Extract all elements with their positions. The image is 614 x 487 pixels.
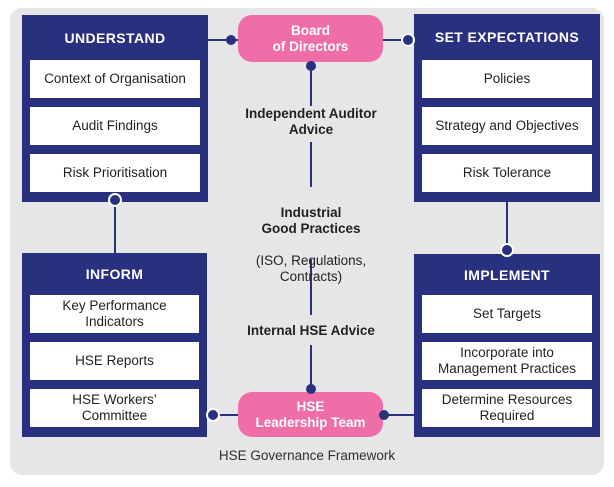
panel-item-risk-prioritisation: Risk Prioritisation <box>30 154 200 192</box>
panel-item-key-performance-indicators: Key Performance Indicators <box>30 295 199 333</box>
panel-item-incorporate-into-management-practices: Incorporate into Management Practices <box>422 342 592 380</box>
panel-inform: INFORM Key Performance Indicators HSE Re… <box>22 253 207 437</box>
connector-internal-advice-to-leadership <box>310 345 312 389</box>
panel-item-hse-reports: HSE Reports <box>30 342 199 380</box>
panel-implement: IMPLEMENT Set Targets Incorporate into M… <box>414 254 600 437</box>
node-board-of-directors: Board of Directors <box>238 15 383 62</box>
panel-implement-title: IMPLEMENT <box>463 266 551 283</box>
connector-board-to-independent-advice <box>310 66 312 106</box>
panel-item-strategy-and-objectives: Strategy and Objectives <box>422 107 592 145</box>
connector-understand-to-board <box>208 39 238 41</box>
connector-understand-to-inform <box>114 200 116 253</box>
panel-item-context-of-organisation: Context of Organisation <box>30 60 200 98</box>
node-hse-leadership-team: HSE Leadership Team <box>238 392 383 437</box>
panel-set-expectations: SET EXPECTATIONS Policies Strategy and O… <box>414 14 600 202</box>
panel-understand: UNDERSTAND Context of Organisation Audit… <box>22 15 208 202</box>
label-internal-hse-advice: Internal HSE Advice <box>247 323 375 338</box>
panel-item-policies: Policies <box>422 60 592 98</box>
connector-dot-implement-top <box>502 245 512 255</box>
panel-item-set-targets: Set Targets <box>422 295 592 333</box>
connector-inform-to-leadership <box>207 414 238 416</box>
connector-setexpectations-to-implement <box>506 202 508 252</box>
connector-practices-to-internal-advice <box>310 259 312 315</box>
connector-leadership-to-implement <box>383 414 414 416</box>
connector-dot-understand-bottom <box>110 195 120 205</box>
connector-dot-inform-right <box>208 410 218 420</box>
label-industrial-good-practices-detail: (ISO, Regulations, Contracts) <box>255 253 367 284</box>
panel-item-determine-resources-required: Determine Resources Required <box>422 389 592 427</box>
connector-dot-leadership-top <box>306 384 316 394</box>
panel-set-expectations-title: SET EXPECTATIONS <box>434 29 580 45</box>
panel-inform-title: INFORM <box>85 266 144 282</box>
connector-independent-advice-to-practices <box>310 142 312 187</box>
connector-dot-setexpectations-left <box>403 35 413 45</box>
connector-dot-board-left <box>226 35 236 45</box>
panel-understand-title: UNDERSTAND <box>64 29 166 46</box>
panel-item-audit-findings: Audit Findings <box>30 107 200 145</box>
panel-item-risk-tolerance: Risk Tolerance <box>422 154 592 192</box>
label-independent-auditor-advice: Independent Auditor Advice <box>245 106 377 137</box>
connector-board-to-setexpectations <box>383 39 414 41</box>
connector-dot-leadership-right <box>379 410 389 420</box>
diagram-caption: HSE Governance Framework <box>218 448 396 463</box>
panel-item-hse-workers-committee: HSE Workers’ Committee <box>30 389 199 427</box>
label-industrial-good-practices-main: Industrial Good Practices <box>261 205 361 236</box>
connector-dot-board-bottom <box>306 61 316 71</box>
label-industrial-good-practices: Industrial Good Practices (ISO, Regulati… <box>211 189 411 301</box>
